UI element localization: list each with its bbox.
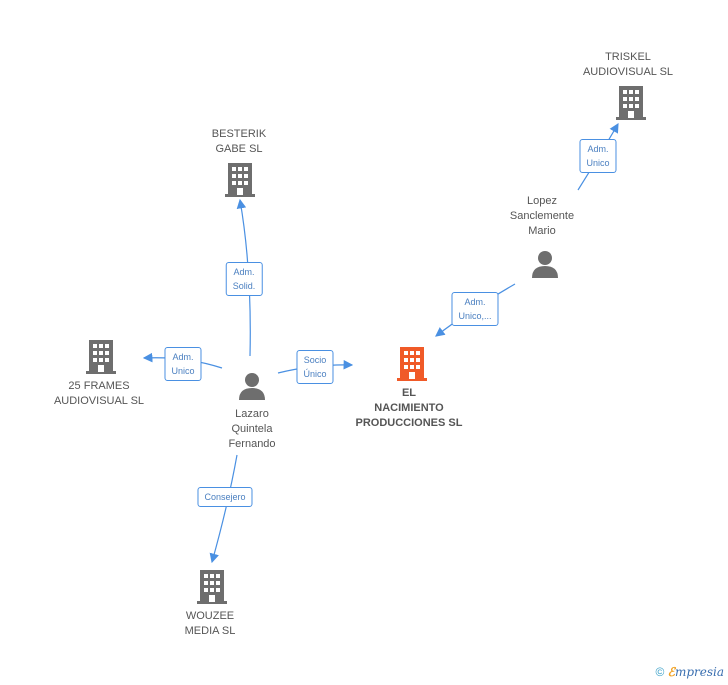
empresia-footer: © ℰmpresia [655, 665, 724, 679]
node-label-el-nacimiento[interactable]: EL NACIMIENTO PRODUCCIONES SL [355, 387, 463, 429]
building-icon[interactable] [197, 570, 227, 604]
node-label-triskel[interactable]: TRISKEL AUDIOVISUAL SL [582, 51, 674, 78]
building-icon[interactable] [616, 86, 646, 120]
edge-lazaro-wouzee [209, 454, 238, 564]
building-icon[interactable] [225, 163, 255, 197]
node-label-besterik[interactable]: BESTERIK GABE SL [211, 128, 267, 155]
node-label-lazaro[interactable]: Lazaro Quintela Fernando [228, 408, 276, 450]
person-icon[interactable] [530, 250, 560, 278]
person-icon[interactable] [237, 372, 267, 400]
edge-label-lazaro-besterik[interactable]: Adm. Solid. [225, 262, 263, 296]
edge-label-lazaro-frames[interactable]: Adm. Unico [164, 347, 202, 381]
node-label-wouzee[interactable]: WOUZEE MEDIA SL [184, 610, 236, 637]
node-label-lopez[interactable]: Lopez Sanclemente Mario [509, 195, 575, 237]
edge-label-lazaro-wouzee[interactable]: Consejero [197, 487, 253, 507]
edge-label-lazaro-nacimiento[interactable]: Socio Único [296, 350, 334, 384]
node-label-25-frames[interactable]: 25 FRAMES AUDIOVISUAL SL [53, 380, 145, 407]
copyright-icon: © [655, 665, 665, 679]
brand-logo: ℰmpresia [667, 665, 724, 679]
building-icon[interactable] [86, 340, 116, 374]
edge-label-lopez-nacimiento[interactable]: Adm. Unico,... [451, 292, 499, 326]
building-icon[interactable] [397, 347, 427, 381]
edge-label-lopez-triskel[interactable]: Adm. Unico [579, 139, 617, 173]
